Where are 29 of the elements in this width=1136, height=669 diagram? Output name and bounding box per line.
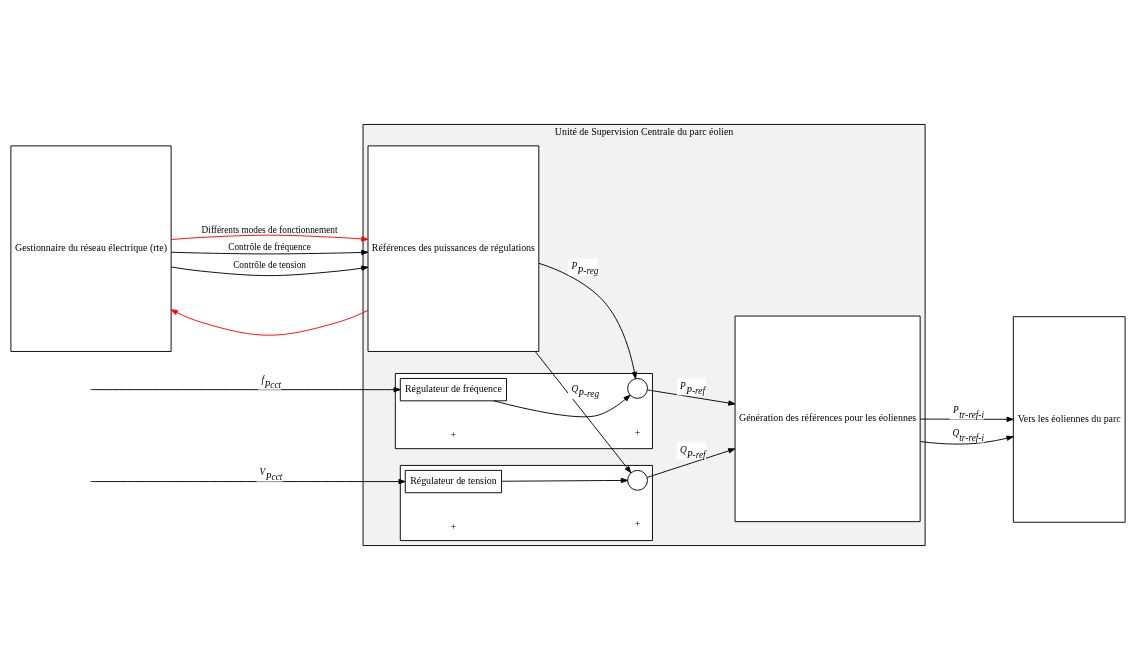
- arrow: [170, 308, 369, 336]
- label: +: [450, 428, 457, 440]
- node-box: Génération des références pour les éoliennes: [734, 315, 921, 522]
- node-circle: [627, 469, 648, 491]
- arrow: [919, 435, 1014, 445]
- arrow: [493, 394, 631, 417]
- arrow: [170, 234, 369, 242]
- arrow: [646, 447, 736, 478]
- arrow: [170, 249, 369, 255]
- arrow: [91, 386, 401, 392]
- node-box: Références des puissances de régulations: [367, 144, 540, 352]
- label: +: [634, 425, 641, 437]
- edge-label: Contrôle de fréquence: [228, 241, 311, 252]
- arrow: [538, 262, 638, 379]
- label: +: [634, 517, 641, 529]
- arrow: [534, 350, 632, 473]
- node-box: Gestionnaire du réseau électrique (rte): [10, 144, 172, 352]
- arrow: [919, 416, 1014, 422]
- node-box: Régulateur de fréquence: [399, 377, 507, 401]
- arrow: [501, 477, 628, 483]
- arrow: [91, 478, 406, 484]
- edge-label: Contrôle de tension: [233, 259, 306, 270]
- arrow: [647, 388, 736, 406]
- node-box: Vers les éoliennes du parc: [1012, 315, 1126, 523]
- node-box: Régulateur de tension: [404, 469, 502, 493]
- edge-label: Différents modes de fonctionnement: [201, 224, 338, 235]
- label: +: [450, 520, 457, 532]
- arrow: [170, 265, 369, 276]
- node-circle: [627, 377, 648, 399]
